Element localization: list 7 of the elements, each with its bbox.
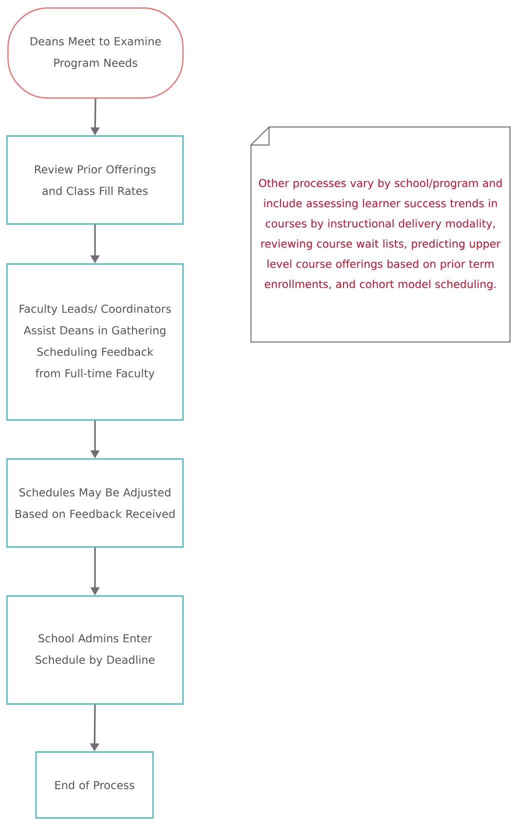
process-box: School Admins Enter Schedule by Deadline [6,595,184,705]
start-terminal: Deans Meet to Examine Program Needs [7,7,184,99]
process-box: Faculty Leads/ Coordinators Assist Deans in Gathering Scheduling Feedback from Full-time Faculty [6,263,184,421]
note-box: Other processes vary by school/program and include assessing learner success trends in courses by instructional delivery modality, reviewing course wait lists, predicting upper level course offerings based on prior term enrollments, and cohort model scheduling. [250,126,510,342]
end-box: End of Process [35,751,154,819]
process-box: Schedules May Be Adjusted Based on Feedback Received [6,458,184,548]
process-box: Review Prior Offerings and Class Fill Rates [6,135,184,225]
